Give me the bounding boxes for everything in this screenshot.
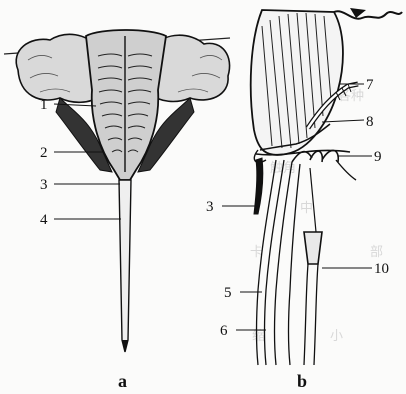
ghost-text-4: 中 xyxy=(300,201,313,216)
panel-b-drawing: 7 8 9 3 10 5 6 b xyxy=(206,8,402,391)
panel-b-segment-10 xyxy=(304,232,322,264)
panel-a-label: a xyxy=(118,371,127,391)
ghost-text-6: 部 xyxy=(370,245,383,260)
panel-b-label: b xyxy=(297,371,307,391)
callout-b-7: 7 xyxy=(366,77,374,93)
panel-b-tube-10 xyxy=(304,264,318,365)
leader-b-8 xyxy=(322,120,364,122)
callout-b-9: 9 xyxy=(374,149,382,165)
panel-a-stalk xyxy=(119,180,131,352)
panel-b-top-scribble xyxy=(334,11,402,18)
callout-b-6: 6 xyxy=(220,323,228,339)
callout-a-4: 4 xyxy=(40,212,48,228)
callout-b-10: 10 xyxy=(374,261,389,277)
panel-b-tube-upper xyxy=(310,168,316,232)
callout-a-2: 2 xyxy=(40,145,48,161)
panel-b-branch-9-tail xyxy=(336,160,356,180)
callout-b-8: 8 xyxy=(366,114,374,130)
callout-a-3: 3 xyxy=(40,177,48,193)
ghost-text-8: 小 xyxy=(330,329,343,344)
callout-a-1: 1 xyxy=(40,97,48,113)
panel-a-drawing: 1 2 3 4 a xyxy=(4,30,230,391)
callout-b-5: 5 xyxy=(224,285,232,301)
callout-b-3: 3 xyxy=(206,199,214,215)
